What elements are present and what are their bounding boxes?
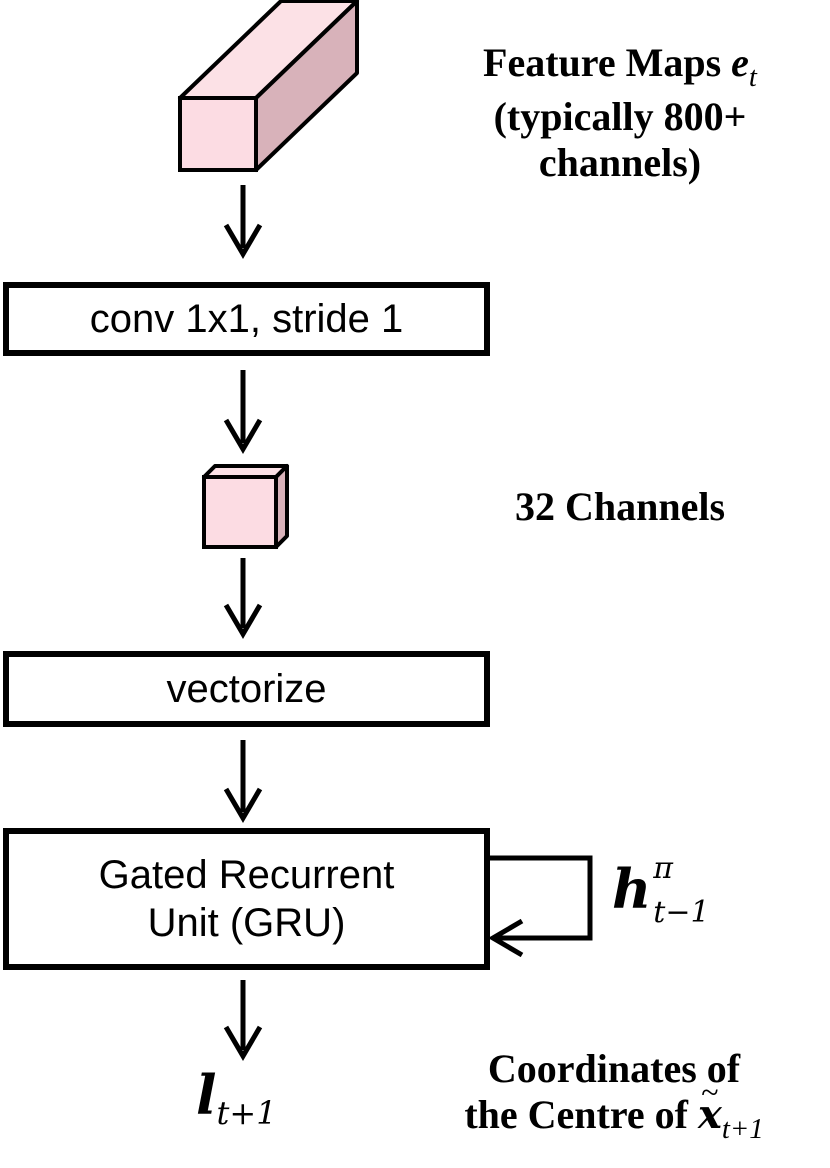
arrow-feature-to-conv [223,185,263,259]
hidden-state-superscript: π [653,851,673,886]
coordinates-symbol: x [697,1091,722,1138]
output-label: lt+1 [196,1068,277,1129]
feature-maps-symbol: e [731,40,749,85]
output-symbol: l [196,1063,217,1127]
arrow-gru-to-output [223,980,263,1061]
gru-box-label-line2: Unit (GRU) [147,901,346,945]
feature-maps-line1: Feature Maps et [420,40,820,94]
conv-box: conv 1x1, stride 1 [3,282,490,356]
feature-maps-line3: channels) [538,140,702,186]
gru-box-label-line1: Gated Recurrent [98,853,395,897]
feature-maps-cube-front [178,96,258,172]
recurrent-loop-arrow [488,855,593,958]
channels-note-label: 32 Channels [514,484,726,529]
coordinates-subscript: t+1 [721,1113,764,1146]
gru-box: Gated Recurrent Unit (GRU) [3,828,490,970]
feature-maps-note: Feature Maps et (typically 800+ channels… [420,40,820,186]
channels-note: 32 Channels [440,484,800,530]
coordinates-line2: the Centre of ~xt+1 [404,1074,824,1146]
arrow-cube-to-vectorize [223,558,263,639]
vectorize-box-label: vectorize [166,667,327,711]
feature-maps-cube [178,0,359,172]
feature-maps-line2: (typically 800+ [493,94,747,140]
conv-box-label: conv 1x1, stride 1 [89,297,404,341]
output-subscript: t+1 [216,1094,277,1132]
coordinates-note: Coordinates of the Centre of ~xt+1 [404,1046,824,1146]
small-cube-front [202,475,278,549]
arrow-conv-to-cube [223,370,263,454]
arrow-vectorize-to-gru [223,740,263,823]
coordinates-symbol-wrap: ~x [697,1074,722,1138]
hidden-state-subscript: t−1 [653,895,710,930]
tilde-accent: ~ [701,1074,719,1111]
small-channels-cube [202,464,289,549]
hidden-state-symbol: h [612,857,652,921]
feature-maps-line1-text: Feature Maps [483,40,732,85]
coordinates-line2-text: the Centre of [464,1092,698,1137]
vectorize-box: vectorize [3,651,490,727]
coordinates-line1: Coordinates of [487,1046,741,1091]
feature-maps-subscript: t [748,61,757,94]
